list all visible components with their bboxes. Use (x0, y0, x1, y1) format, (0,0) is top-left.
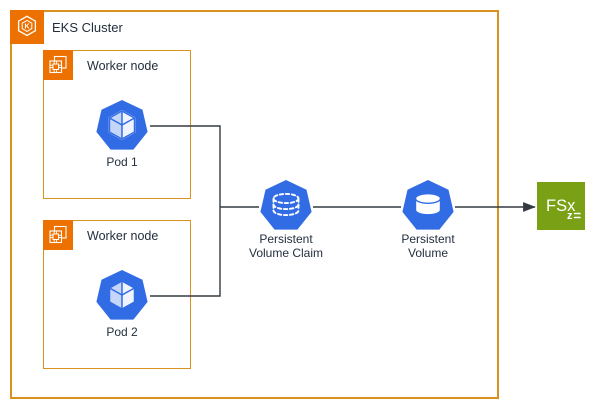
worker-node-icon (43, 50, 73, 80)
worker-node-2-label: Worker node (87, 229, 159, 243)
kubernetes-persistent-volume-claim-icon (258, 178, 314, 234)
aws-fsx-icon: FSx z (537, 182, 585, 230)
fsx-subscript: z (567, 210, 573, 222)
kubernetes-pod-icon (94, 98, 150, 154)
worker-node-icon (43, 220, 73, 250)
fsx-text: FSx (546, 197, 576, 215)
worker-node-1-group-box (43, 50, 191, 199)
eks-cluster-icon: K (10, 10, 44, 44)
worker-node-1-label: Worker node (87, 59, 159, 73)
kubernetes-persistent-volume-icon (400, 178, 456, 234)
pod-2-label: Pod 2 (106, 325, 138, 339)
eks-cluster-group-box (10, 10, 499, 399)
pod-1-label: Pod 1 (106, 155, 138, 169)
pv-label: Persistent Volume (401, 232, 455, 260)
pvc-label: Persistent Volume Claim (248, 232, 324, 260)
kubernetes-pod-icon (94, 268, 150, 324)
eks-cluster-label: EKS Cluster (52, 20, 123, 35)
svg-text:K: K (24, 23, 29, 30)
